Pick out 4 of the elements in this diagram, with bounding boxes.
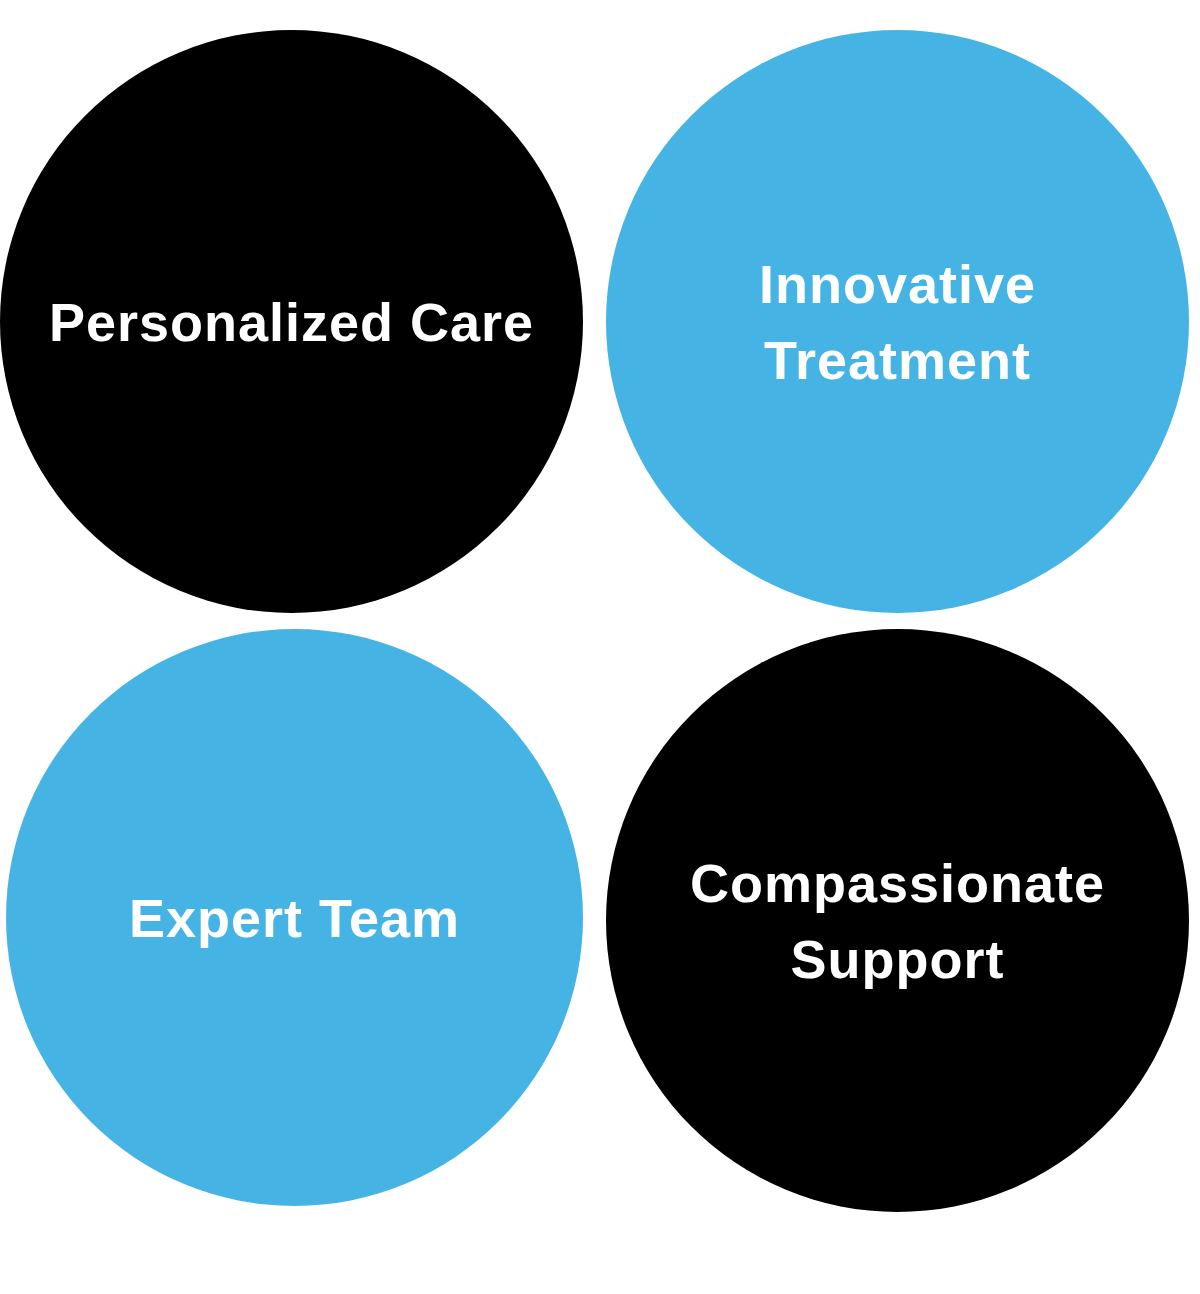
node-label: Personalized Care (48, 290, 535, 354)
node-label: Innovative Treatment (757, 252, 1038, 392)
node-label: Compassionate Support (688, 851, 1107, 991)
node-label: Expert Team (128, 886, 461, 950)
